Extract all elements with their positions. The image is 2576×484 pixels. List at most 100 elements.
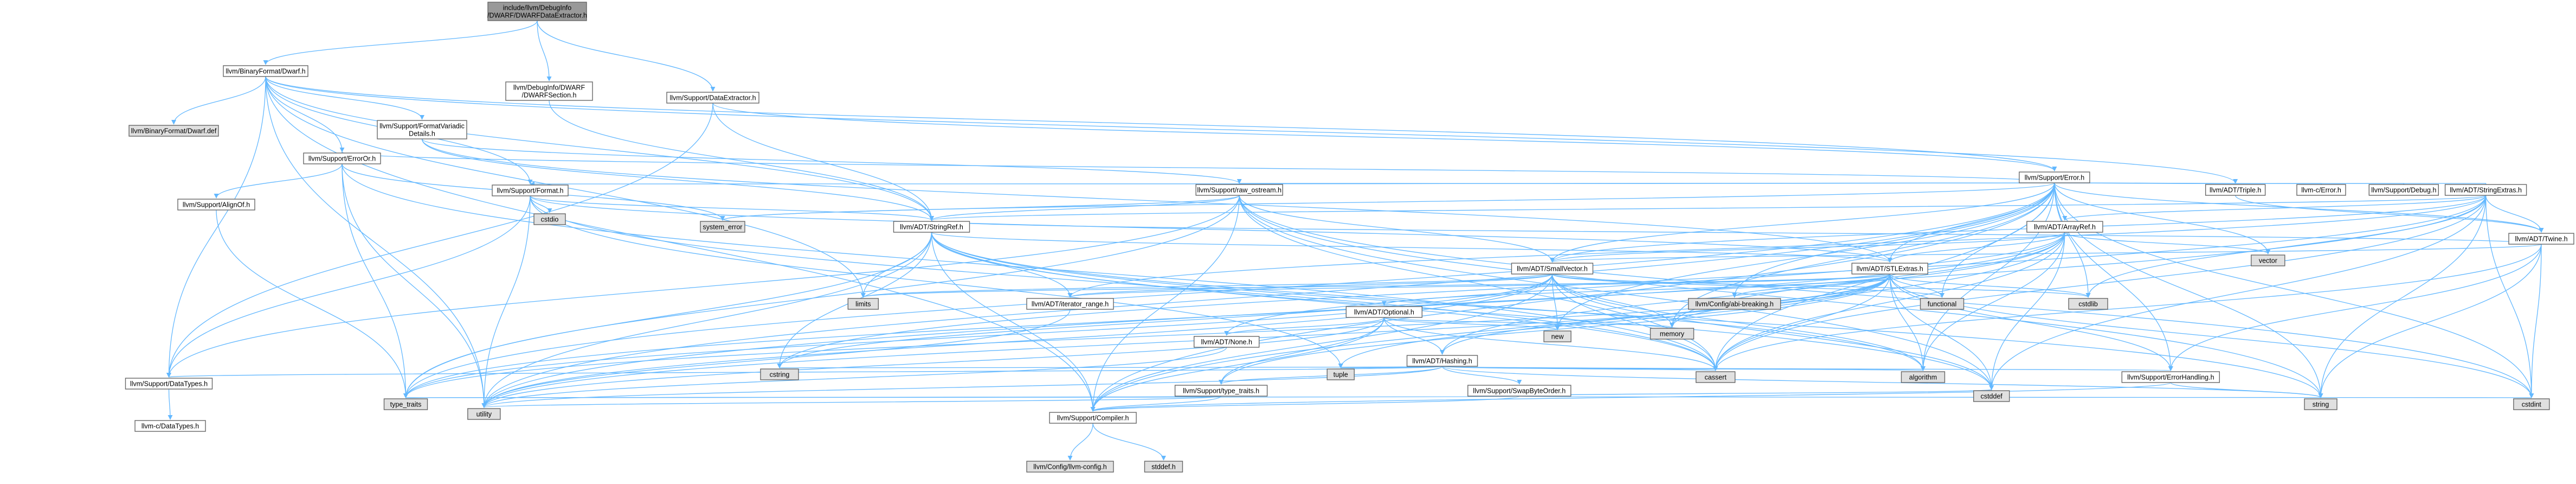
node-syserr[interactable]: system_error (700, 221, 745, 233)
node-cstdint[interactable]: cstdint (2513, 398, 2550, 410)
node-label: utility (476, 411, 492, 418)
edge-error-to-cstdlib (2054, 182, 2091, 298)
node-erroror[interactable]: llvm/Support/ErrorOr.h (303, 152, 381, 164)
edge-errhandling-to-string (2170, 382, 2323, 398)
edge-arrayref-to-smallvec (1550, 232, 2065, 263)
node-cdatatypes[interactable]: llvm-c/DataTypes.h (134, 420, 206, 432)
node-utility[interactable]: utility (467, 408, 501, 420)
node-twine[interactable]: llvm/ADT/Twine.h (2508, 233, 2574, 245)
node-format[interactable]: llvm/Support/Format.h (492, 184, 569, 196)
node-debug[interactable]: llvm/Support/Debug.h (2368, 184, 2439, 196)
edge-stringref-to-utility (481, 232, 932, 408)
node-optional[interactable]: llvm/ADT/Optional.h (1345, 306, 1422, 318)
node-tuple[interactable]: tuple (1326, 368, 1355, 380)
node-cassert[interactable]: cassert (1695, 371, 1736, 383)
node-algorithm[interactable]: algorithm (1901, 371, 1946, 383)
node-error[interactable]: llvm/Support/Error.h (2019, 171, 2090, 183)
edge-error-to-type_traits (403, 182, 2055, 398)
node-stringref[interactable]: llvm/ADT/StringRef.h (893, 221, 970, 233)
node-box (1511, 263, 1594, 275)
node-new[interactable]: new (1543, 330, 1572, 342)
edge-stringref-to-iterrange (931, 232, 1073, 298)
edge-rawos-to-cstdint (1239, 195, 2534, 398)
node-label: cstddef (1981, 393, 2003, 400)
node-label: llvm/ADT/StringRef.h (900, 224, 963, 231)
node-cstring[interactable]: cstring (760, 368, 799, 380)
node-stddef[interactable]: stddef.h (1144, 461, 1183, 473)
node-cerror[interactable]: llvm-c/Error.h (2296, 184, 2346, 196)
node-string[interactable]: string (2304, 398, 2337, 410)
edge-rawos-to-compiler (1090, 195, 1240, 412)
node-alignof[interactable]: llvm/Support/AlignOf.h (177, 199, 255, 211)
node-box (2205, 184, 2266, 196)
edge-dataext-to-stringref (712, 103, 935, 221)
node-llvmconfig[interactable]: llvm/Config/llvm-config.h (1026, 461, 1114, 473)
node-dwarfdef[interactable]: llvm/BinaryFormat/Dwarf.def (128, 125, 219, 137)
node-label: llvm/ADT/iterator_range.h (1032, 301, 1109, 308)
node-box (2368, 184, 2439, 196)
node-limits[interactable]: limits (847, 298, 879, 310)
node-label: llvm/ADT/None.h (1201, 339, 1252, 346)
edge-twine-to-string (2318, 244, 2542, 398)
edge-rawos-to-datatypes (166, 195, 1240, 378)
node-box (1049, 412, 1137, 424)
node-label: llvm/Support/Compiler.h (1057, 415, 1129, 422)
node-box (128, 125, 219, 137)
node-vector[interactable]: vector (2251, 254, 2285, 266)
node-label: llvm/Config/abi-breaking.h (1695, 301, 1774, 308)
node-typetraits[interactable]: llvm/Support/type_traits.h (1174, 385, 1268, 397)
edge-stringref-to-type_traits (403, 232, 932, 398)
node-smallvec[interactable]: llvm/ADT/SmallVector.h (1511, 263, 1594, 275)
node-box (2304, 398, 2337, 410)
node-box (383, 398, 428, 410)
edge-arrayref-to-none (1224, 232, 2065, 336)
edge-smallvec-to-memory (1551, 273, 1675, 328)
node-dwarf[interactable]: llvm/BinaryFormat/Dwarf.h (223, 65, 308, 77)
node-label: llvm/ADT/Twine.h (2515, 235, 2567, 243)
node-datatypes[interactable]: llvm/Support/DataTypes.h (125, 378, 213, 390)
node-memory[interactable]: memory (1650, 328, 1695, 340)
edge-strext-to-iterrange (1067, 195, 2487, 298)
node-label: memory (1660, 330, 1685, 338)
edge-stlextras-to-errhandling (1889, 273, 2173, 371)
node-arrayref[interactable]: llvm/ADT/ArrayRef.h (2026, 221, 2103, 233)
edge-arrayref-to-type_traits (403, 232, 2065, 398)
node-cstdlib[interactable]: cstdlib (2068, 298, 2108, 310)
node-triple[interactable]: llvm/ADT/Triple.h (2205, 184, 2266, 196)
edge-stlextras-to-cassert (1713, 273, 1890, 371)
node-swapbyte[interactable]: llvm/Support/SwapByteOrder.h (1467, 385, 1572, 397)
node-box (2251, 254, 2285, 266)
node-root[interactable]: include/llvm/DebugInfo/DWARF/DWARFDataEx… (487, 2, 587, 21)
node-dwarfsect[interactable]: llvm/DebugInfo/DWARF/DWARFSection.h (505, 81, 593, 101)
node-rawos[interactable]: llvm/Support/raw_ostream.h (1195, 184, 1283, 196)
node-iterrange[interactable]: llvm/ADT/iterator_range.h (1026, 298, 1114, 310)
node-type_traits[interactable]: type_traits (383, 398, 428, 410)
node-label: vector (2259, 257, 2277, 265)
edge-triple-to-twine (2235, 195, 2544, 233)
edge-arrayref-to-compiler (1090, 232, 2065, 412)
node-compiler[interactable]: llvm/Support/Compiler.h (1049, 412, 1137, 424)
node-functional[interactable]: functional (1920, 298, 1965, 310)
edge-compiler-to-llvmconfig (1067, 423, 1093, 461)
node-label: llvm/BinaryFormat/Dwarf.h (226, 68, 305, 75)
edge-typetraits-to-compiler (1090, 396, 1222, 412)
node-stlextras[interactable]: llvm/ADT/STLExtras.h (1851, 263, 1928, 275)
edge-typetraits-to-utility (482, 396, 1222, 408)
node-label: limits (855, 301, 871, 308)
node-dataext[interactable]: llvm/Support/DataExtractor.h (666, 92, 759, 104)
node-box (1406, 355, 1478, 367)
node-label: cstdio (541, 216, 559, 224)
node-strext[interactable]: llvm/ADT/StringExtras.h (2444, 184, 2527, 196)
node-cfgbreak[interactable]: llvm/Config/abi-breaking.h (1688, 298, 1781, 310)
edge-stringref-to-compiler (931, 232, 1096, 412)
node-cstddef[interactable]: cstddef (1973, 390, 2010, 402)
node-errhandling[interactable]: llvm/Support/ErrorHandling.h (2121, 371, 2220, 383)
node-cstdio[interactable]: cstdio (533, 213, 566, 225)
edge-strext-to-arrayref (2062, 195, 2487, 221)
node-none[interactable]: llvm/ADT/None.h (1193, 336, 1260, 348)
node-hashing[interactable]: llvm/ADT/Hashing.h (1406, 355, 1478, 367)
edge-error-to-new (1555, 182, 2055, 330)
edge-dwarf-to-fmtvar (265, 76, 424, 120)
node-box (223, 65, 308, 77)
